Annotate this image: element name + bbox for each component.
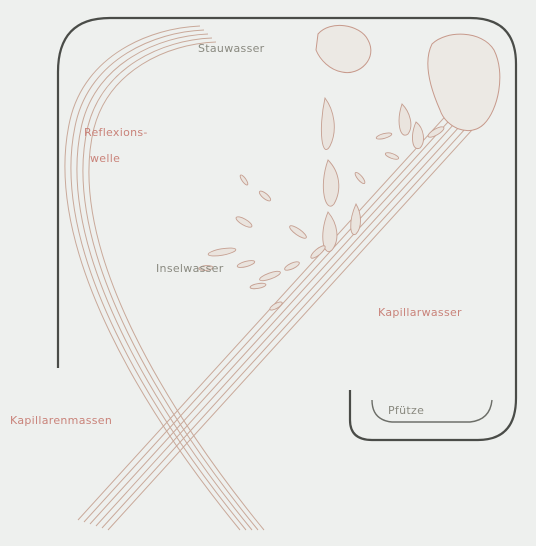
label-stauwasser: Stauwasser xyxy=(198,42,265,55)
label-kapillarenmassen: Kapillarenmassen xyxy=(10,414,112,427)
label-pfuetze: Pfütze xyxy=(388,404,424,417)
stauwasser-puddle xyxy=(316,25,371,72)
label-reflexionswelle-line1: Reflexions- xyxy=(84,126,148,139)
label-reflexionswelle-line2: welle xyxy=(90,152,120,165)
droplet-streaks xyxy=(199,125,445,312)
label-kapillarwasser: Kapillarwasser xyxy=(378,306,462,319)
reflection-band xyxy=(65,26,264,530)
upper-right-pool xyxy=(428,34,500,130)
label-inselwasser: Inselwasser xyxy=(156,262,224,275)
